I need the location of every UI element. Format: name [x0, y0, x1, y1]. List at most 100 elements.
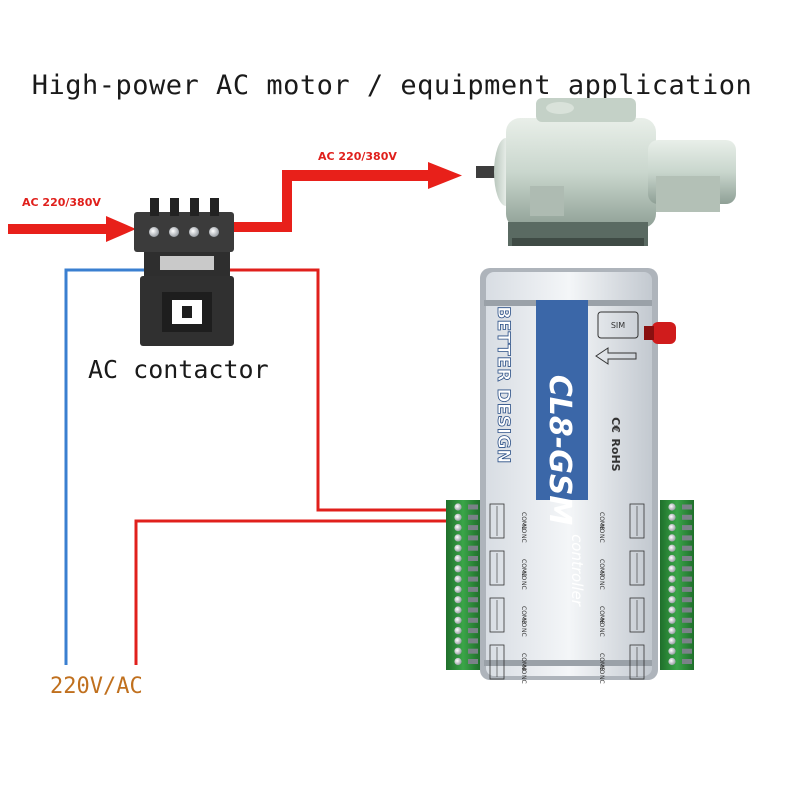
- terminal-screw: [668, 513, 676, 521]
- red-wire-supply: [134, 519, 448, 665]
- relay-label: COM4: [520, 653, 527, 671]
- terminal-slot: [682, 597, 692, 603]
- terminal-screw: [454, 616, 462, 624]
- relay-label: COM2: [520, 559, 527, 577]
- terminal-screw: [668, 616, 676, 624]
- supply-label: 220V/AC: [50, 674, 143, 699]
- terminal-slot: [682, 586, 692, 592]
- terminal-slot: [682, 617, 692, 623]
- ce-mark: C€: [609, 417, 622, 433]
- terminal-screw: [454, 647, 462, 655]
- terminal-slot: [682, 545, 692, 551]
- relay-label: NC: [520, 628, 527, 637]
- output-power-arrow: [226, 162, 462, 232]
- relay-label: COM6: [598, 606, 605, 624]
- terminal-slot: [682, 504, 692, 510]
- terminal-screw: [454, 565, 462, 573]
- terminal-screw: [668, 657, 676, 666]
- terminal-slot: [468, 659, 478, 664]
- terminal-block-left: [446, 500, 480, 670]
- terminal-screw: [668, 503, 676, 511]
- relay-label: NO: [520, 524, 527, 533]
- relay-label: NO: [520, 665, 527, 674]
- rohs-mark: RoHS: [609, 438, 622, 471]
- terminal-slot: [468, 648, 478, 654]
- terminal-slot: [468, 556, 478, 561]
- terminal-screw: [454, 534, 462, 542]
- terminal-screw: [454, 657, 462, 666]
- relay-terminal-box: [629, 503, 645, 539]
- terminal-slot: [468, 628, 478, 634]
- terminal-slot: [468, 576, 478, 582]
- relay-label: NC: [598, 534, 605, 543]
- red-wire-coil: [222, 268, 448, 512]
- relay-label: COM3: [520, 606, 527, 624]
- relay-label: NO: [598, 618, 605, 627]
- blue-wire: [64, 268, 156, 665]
- terminal-screw: [454, 544, 462, 552]
- output-voltage-label: AC 220/380V: [318, 150, 397, 163]
- relay-label: NC: [520, 534, 527, 543]
- relay-label: COM7: [598, 559, 605, 577]
- terminal-slot: [468, 638, 478, 644]
- terminal-slot: [468, 504, 478, 510]
- terminal-screw: [668, 534, 676, 542]
- terminal-slot: [468, 566, 478, 572]
- sim-label: SIM: [611, 321, 625, 330]
- relay-label: NC: [520, 675, 527, 684]
- controller-device: SIM C€ RoHS BETTER DESIGN CL8-GSM contro…: [480, 268, 676, 684]
- terminal-screw: [454, 503, 462, 511]
- relay-terminal-box: [489, 597, 505, 633]
- terminal-slot: [468, 617, 478, 623]
- relay-label: COM8: [598, 512, 605, 530]
- relay-terminal-box: [489, 550, 505, 586]
- terminal-block-right: [660, 500, 694, 670]
- terminal-slot: [468, 597, 478, 603]
- relay-label: NO: [598, 524, 605, 533]
- terminal-screw: [454, 554, 462, 563]
- terminal-screw: [454, 606, 462, 614]
- relay-label: NC: [598, 628, 605, 637]
- terminal-slot: [682, 556, 692, 561]
- relay-label: COM5: [598, 653, 605, 671]
- model-label: CL8-GSM: [542, 375, 577, 526]
- contactor-icon: [134, 198, 234, 346]
- terminal-slot: [468, 586, 478, 592]
- relay-label: NO: [598, 665, 605, 674]
- terminal-screw: [668, 554, 676, 563]
- relay-label: NC: [520, 581, 527, 590]
- terminal-screw: [668, 647, 676, 655]
- antenna-icon: [644, 322, 676, 344]
- terminal-slot: [682, 659, 692, 664]
- terminal-slot: [682, 525, 692, 531]
- terminal-slot: [682, 576, 692, 582]
- terminal-slot: [468, 545, 478, 551]
- input-power-arrow: [8, 216, 136, 242]
- terminal-slot: [682, 628, 692, 634]
- terminal-screw: [454, 513, 462, 521]
- sim-insert-arrow-icon: [595, 347, 637, 365]
- relay-label: NC: [598, 581, 605, 590]
- terminal-slot: [468, 514, 478, 520]
- terminal-slot: [682, 638, 692, 644]
- relay-label: NC: [598, 675, 605, 684]
- terminal-screw: [454, 585, 462, 594]
- terminal-slot: [468, 525, 478, 531]
- terminal-screw: [454, 575, 462, 583]
- controller-subtitle: controller: [568, 534, 586, 607]
- blue-panel: [536, 300, 588, 500]
- motor-icon: [476, 98, 736, 246]
- terminal-screw: [454, 596, 462, 604]
- relay-terminal-box: [489, 644, 505, 680]
- page-title: High-power AC motor / equipment applicat…: [32, 70, 752, 101]
- terminal-slot: [682, 607, 692, 613]
- terminal-slot: [468, 607, 478, 613]
- terminal-slot: [682, 648, 692, 654]
- relay-label: NO: [598, 571, 605, 580]
- terminal-slot: [682, 514, 692, 520]
- relay-label: NO: [520, 618, 527, 627]
- terminal-screw: [668, 627, 676, 635]
